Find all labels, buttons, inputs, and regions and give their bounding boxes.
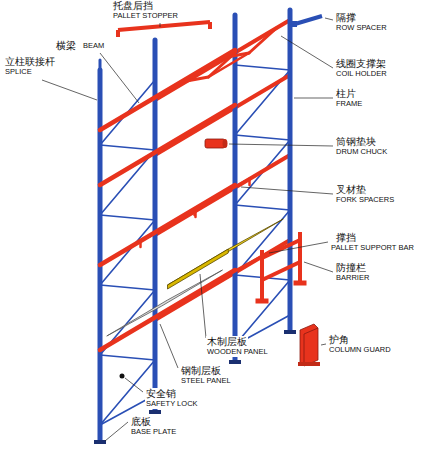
column-guard [298,324,320,366]
part-label: 防撞栏 [335,262,367,274]
beam [100,185,235,265]
rack [94,10,296,444]
part-label: BASE PLATE [130,428,177,437]
part-label: 护角 [328,334,350,346]
part-label: 叉材垫 [335,184,367,196]
fork-spacer [248,179,251,185]
base-plate [94,440,106,444]
part-label: WOODEN PANEL [206,348,269,357]
drum-chuck [205,139,228,148]
frame-brace [235,135,290,140]
coil-holder [249,28,277,53]
part-label: PALLET STOPPER [112,12,179,21]
part-label: FORK SPACERS [335,196,395,205]
frame-brace [100,215,155,220]
part-label: 安全销 [145,388,177,400]
base-plate [229,360,241,364]
frame-brace [235,65,290,70]
splice [99,60,102,68]
row-spacer [292,16,322,27]
part-label: 线圈支撑架 [335,58,387,70]
base-plate [149,410,161,414]
barrier [256,232,306,303]
part-label: DRUM CHUCK [335,148,388,157]
part-label: 撑挡 [335,232,357,244]
part-label: 柱片 [335,88,357,100]
part-label: FRAME [335,100,363,109]
frame-brace [100,145,155,150]
part-label: 木制层板 [206,336,248,348]
part-label: 横梁 [55,40,77,52]
part-label: COLUMN GUARD [328,346,392,355]
part-label: PALLET SUPPORT BAR [330,244,415,253]
part-label: 底板 [130,416,152,428]
base-plate [284,330,296,334]
part-label: 筒钢垫块 [335,136,377,148]
part-label: 隔撑 [335,12,357,24]
frame-brace [100,220,155,285]
part-label: BARRIER [335,274,370,283]
frame-brace [100,285,155,290]
frame-brace [100,355,155,360]
part-label: STEEL PANEL [180,377,232,386]
leader-lines [42,18,333,441]
upright [288,10,293,330]
part-label: COIL HOLDER [335,70,388,79]
part-label: 钢制层板 [180,365,222,377]
part-label: SPLICE [4,68,33,77]
wooden-panel [168,249,229,289]
beam [100,50,235,130]
coil-holder [209,53,250,77]
part-label: 托盘后挡 [112,0,154,12]
part-label: 立柱联接杆 [4,56,56,68]
part-label: ROW SPACER [335,24,388,33]
part-label: SAFETY LOCK [145,400,199,409]
safety-lock [120,374,125,379]
frame-brace [235,205,290,210]
part-label: BEAM [82,42,105,51]
upright [98,70,103,440]
pallet-stopper [118,22,210,37]
